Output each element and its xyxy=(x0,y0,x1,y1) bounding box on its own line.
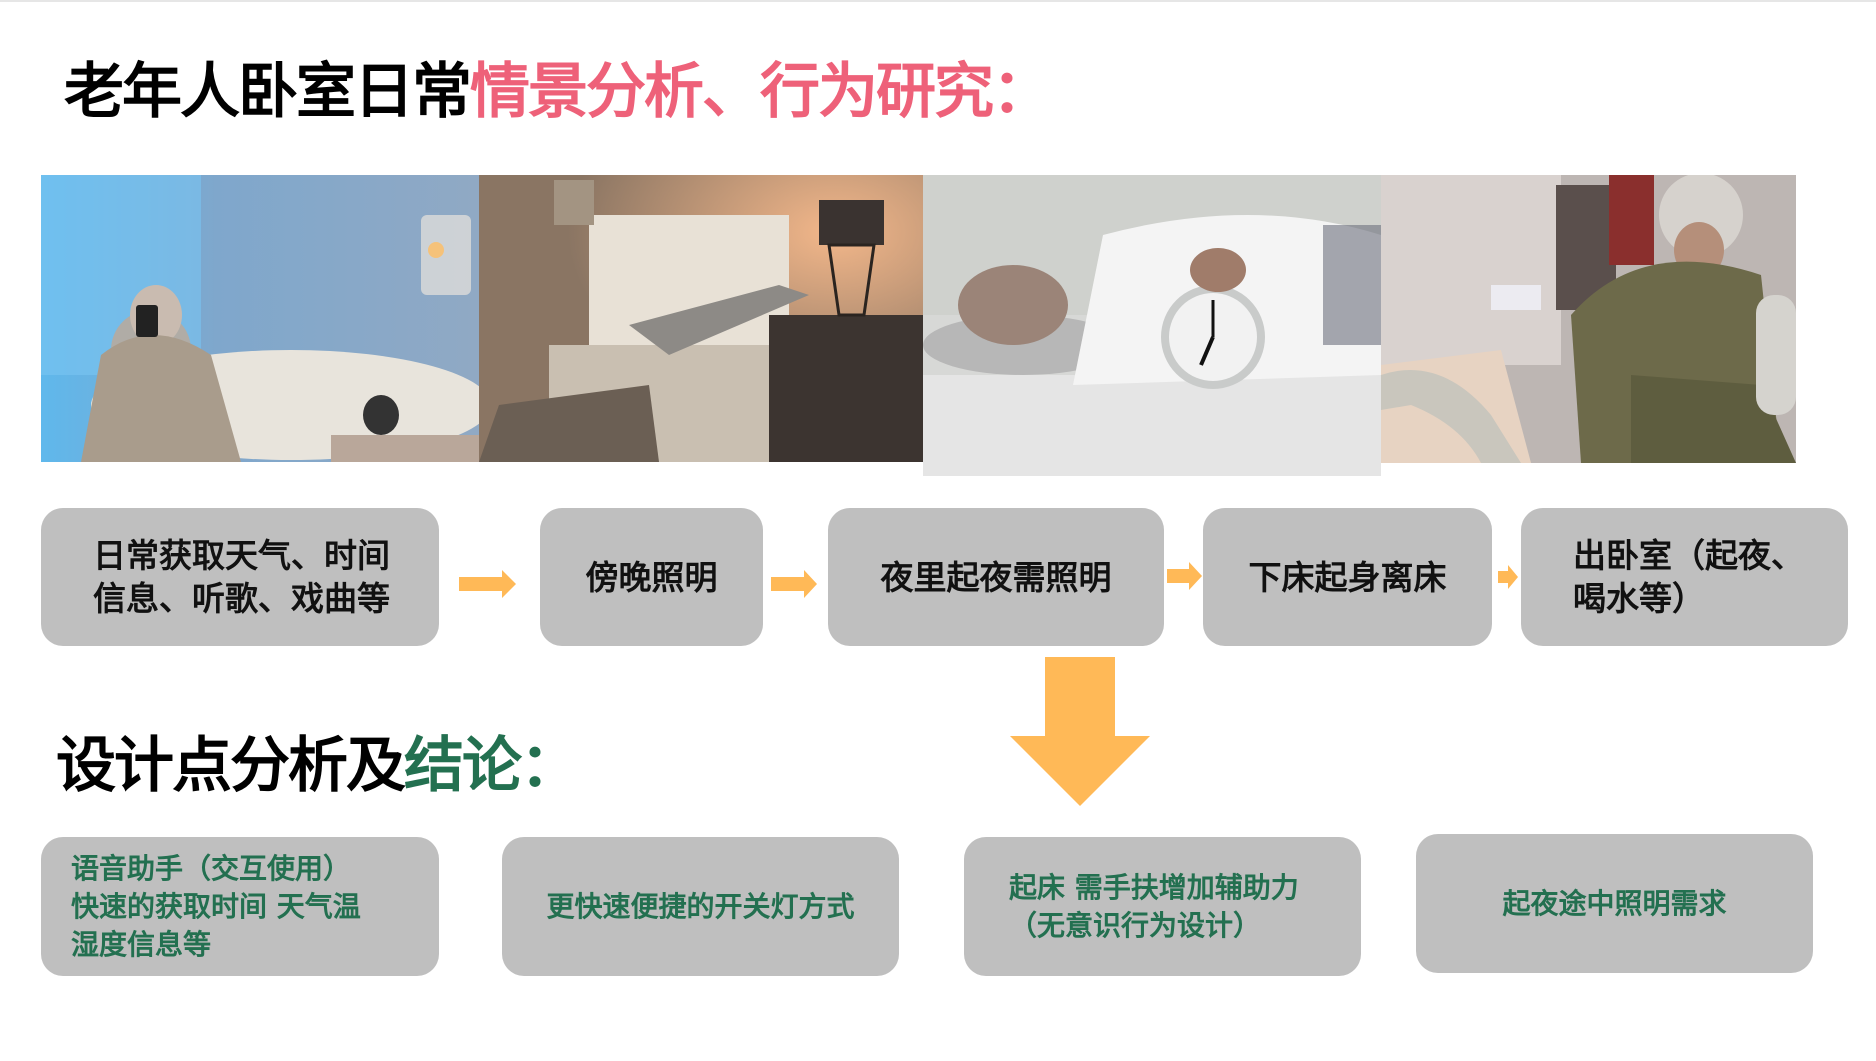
arrow-right-icon xyxy=(459,570,516,598)
conclusion-title: 设计点分析及结论： xyxy=(56,728,580,804)
conclusion-item-1: 语音助手（交互使用） 快速的获取时间 天气温 湿度信息等 xyxy=(41,837,439,976)
page-title-black: 老年人卧室日常 xyxy=(64,57,472,127)
conclusion-item-3: 起床 需手扶增加辅助力 （无意识行为设计） xyxy=(964,837,1361,976)
conclusion-item-1-text: 语音助手（交互使用） 快速的获取时间 天气温 湿度信息等 xyxy=(71,851,361,961)
photo-woman-phone xyxy=(41,175,479,462)
flow-step-3: 夜里起夜需照明 xyxy=(828,508,1164,646)
flow-step-2-text: 傍晚照明 xyxy=(585,557,718,597)
arrow-right-icon xyxy=(771,570,817,598)
conclusion-title-highlight: 结论： xyxy=(404,731,580,801)
photo-alarm-clock xyxy=(923,175,1381,476)
flow-step-4: 下床起身离床 xyxy=(1203,508,1492,646)
flow-step-4-text: 下床起身离床 xyxy=(1248,557,1447,597)
flow-step-1-text: 日常获取天气、时间 信息、听歌、戏曲等 xyxy=(93,536,390,618)
arrow-down-icon xyxy=(1010,657,1150,806)
conclusion-item-4-text: 起夜途中照明需求 xyxy=(1502,886,1727,920)
top-border xyxy=(0,0,1876,2)
arrow-right-icon xyxy=(1498,565,1518,589)
page-title: 老年人卧室日常情景分析、行为研究： xyxy=(64,54,1052,130)
flow-step-5-text: 出卧室（起夜、 喝水等） xyxy=(1573,536,1804,618)
flow-step-1: 日常获取天气、时间 信息、听歌、戏曲等 xyxy=(41,508,439,646)
conclusion-item-2-text: 更快速便捷的开关灯方式 xyxy=(546,889,855,923)
flow-step-2: 傍晚照明 xyxy=(540,508,763,646)
arrow-right-icon xyxy=(1167,562,1202,590)
flow-step-5: 出卧室（起夜、 喝水等） xyxy=(1521,508,1848,646)
conclusion-title-black: 设计点分析及 xyxy=(56,731,406,801)
conclusion-item-2: 更快速便捷的开关灯方式 xyxy=(502,837,899,976)
conclusion-item-3-text: 起床 需手扶增加辅助力 （无意识行为设计） xyxy=(1009,870,1299,942)
page-title-highlight: 情景分析、行为研究： xyxy=(470,57,1052,127)
photo-man-getting-up xyxy=(1381,175,1796,463)
flow-step-3-text: 夜里起夜需照明 xyxy=(880,557,1112,597)
conclusion-item-4: 起夜途中照明需求 xyxy=(1416,834,1813,973)
photo-bedside-lamp xyxy=(479,175,923,462)
